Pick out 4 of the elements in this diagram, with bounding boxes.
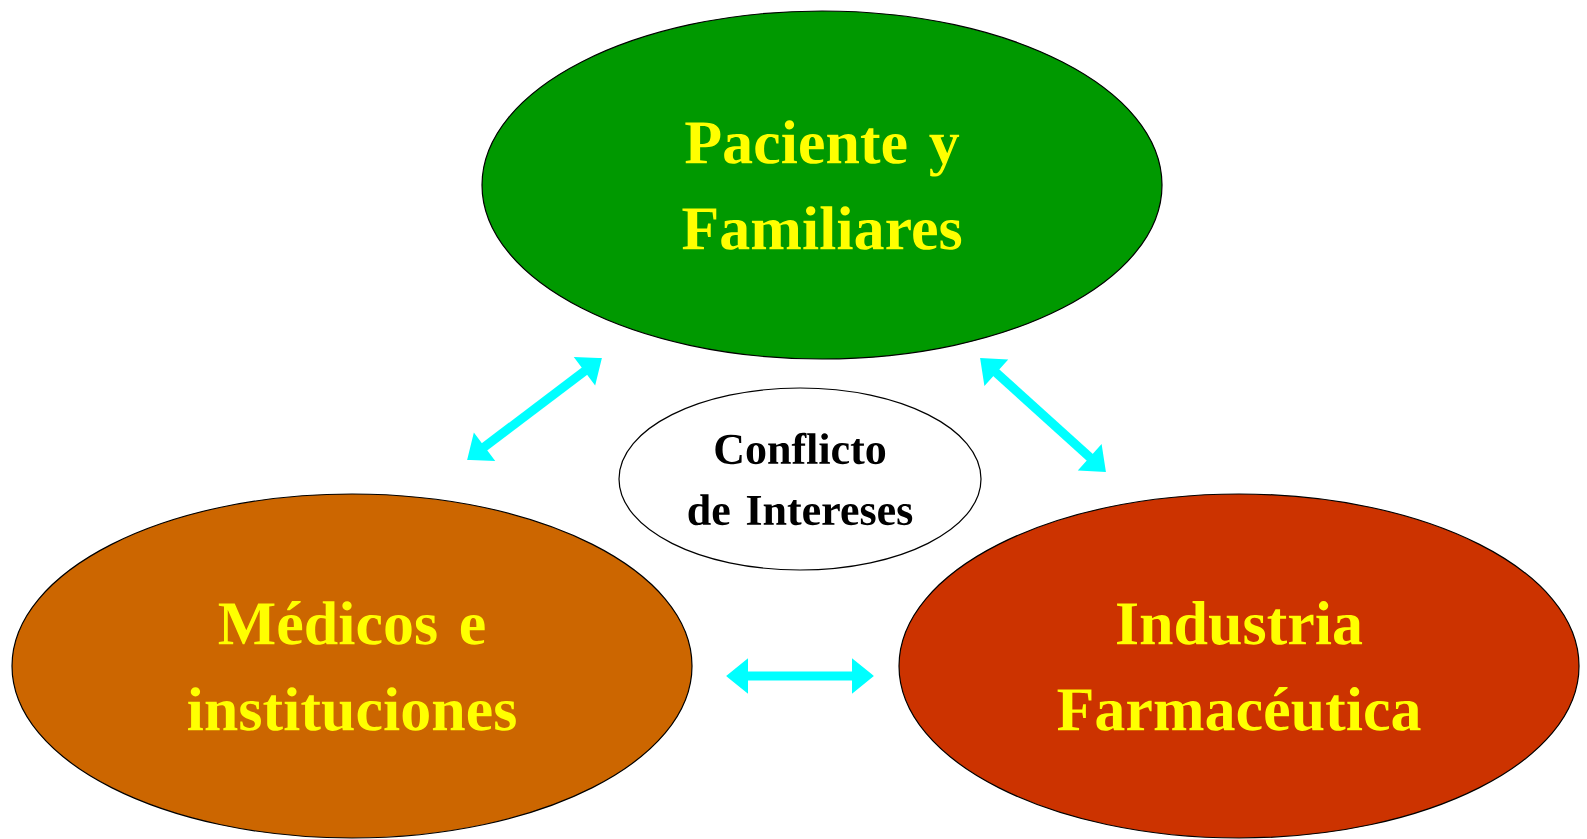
ellipse-node: Conflicto de Intereses	[618, 387, 982, 571]
double-arrow	[467, 357, 602, 461]
ellipse-node: Paciente y Familiares	[481, 10, 1163, 360]
double-arrow	[980, 358, 1106, 472]
